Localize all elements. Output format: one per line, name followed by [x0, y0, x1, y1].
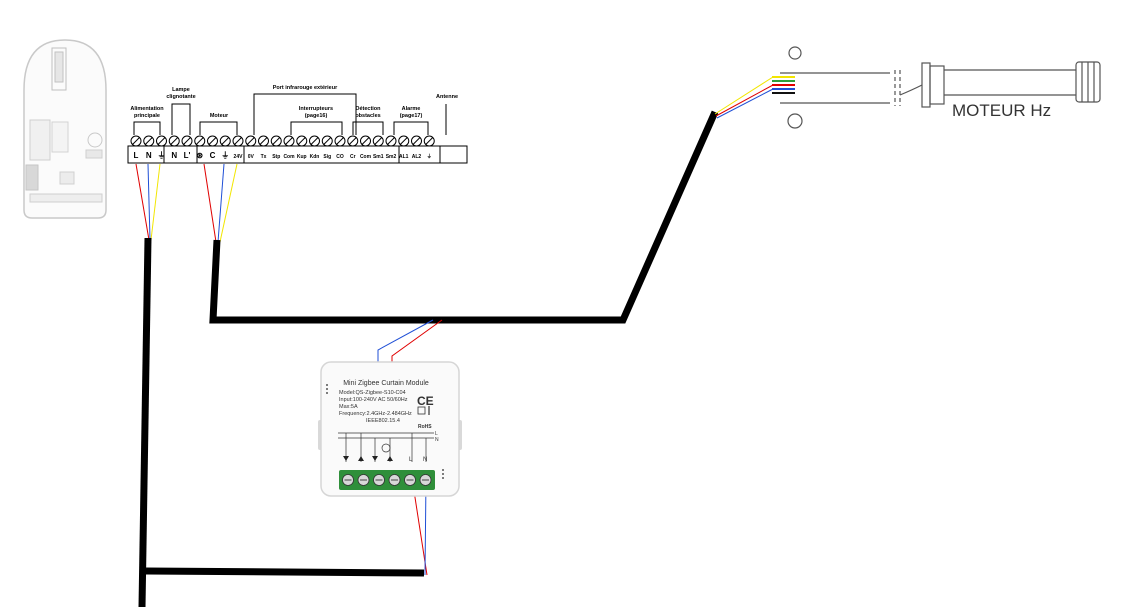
module-screws [342, 474, 432, 486]
terminal-screw-slot [157, 137, 166, 145]
module-input: Input:100-240V AC 50/60Hz [339, 397, 408, 403]
label-alarme-2: (page17) [400, 113, 423, 119]
terminal-label: N [171, 151, 177, 160]
bottom-label-N: N [423, 457, 427, 463]
motor-drawing: MOTEUR Hz [772, 46, 1106, 129]
label-detection-2: obstacles [355, 113, 380, 119]
bottom-label-L: L [409, 457, 413, 463]
terminal-label: Sm1 [373, 154, 384, 160]
bin-icon [417, 406, 426, 415]
terminal-screw-slot [234, 137, 242, 145]
module-title: Mini Zigbee Curtain Module [343, 380, 429, 387]
motor-end-wires [714, 76, 774, 119]
terminal-screw-slot [336, 137, 344, 145]
controller-wires [135, 163, 238, 243]
motor-label: MOTEUR Hz [952, 101, 1051, 120]
terminal-screw-slot [259, 137, 268, 145]
wire-blue-N [147, 163, 151, 241]
terminal-screw-slot [246, 137, 255, 145]
terminal-label: Cr [350, 154, 356, 160]
cables [138, 110, 719, 608]
terminal-screw-slot [144, 137, 153, 145]
terminal-screw-slot [399, 137, 408, 145]
terminal-label: C [210, 151, 216, 160]
terminal-label: L [134, 151, 139, 160]
module-arrows [343, 456, 393, 461]
terminal-label: Kup [297, 154, 307, 160]
terminal-label: AL1 [399, 154, 409, 160]
terminal-label: Sig [323, 154, 331, 160]
module-ieee: IEEE802.15.4 [366, 418, 400, 424]
label-alimentation-2: principale [134, 113, 160, 119]
label-alimentation-1: Alimentation [130, 106, 164, 112]
rail-label-L: L [435, 431, 438, 437]
rail-label-N: N [435, 437, 439, 443]
terminal-label: Tx [261, 154, 267, 160]
label-interrupteurs-1: Interrupteurs [299, 106, 333, 112]
terminal-screw-slot [323, 137, 332, 145]
terminal-label: ⏚ [221, 151, 229, 160]
controller-housing [23, 39, 107, 219]
wire-yellow-earth [150, 163, 161, 241]
terminal-screw-slot [361, 137, 370, 145]
terminal-label: ⏚ [427, 153, 432, 160]
terminal-screw-slot [208, 137, 217, 145]
module-max: Max:5A [339, 404, 358, 410]
terminal-screw-slot [374, 137, 383, 145]
motor-cable [209, 110, 719, 324]
terminal-label: AL2 [412, 154, 422, 160]
terminal-label: Stp [272, 154, 280, 160]
terminal-screw-slot [348, 137, 357, 145]
wire-red-L [135, 163, 150, 241]
power-cable [138, 237, 152, 608]
terminal-screw-slot [132, 137, 140, 145]
terminal-screw-slot [170, 137, 179, 145]
terminal-screw-slot [310, 137, 319, 145]
zigbee-curtain-module: › Mini Zigbee Curtain Module Model:QS-Zi… [318, 361, 462, 497]
terminal-screw-slot [221, 137, 230, 145]
terminal-label: ⊛ [196, 151, 203, 160]
rohs-mark: RoHS [418, 424, 432, 430]
label-interrupteurs-2: (page16) [305, 113, 328, 119]
terminal-screw-slot [425, 137, 434, 145]
wire-yellow-motor [219, 163, 238, 243]
terminal-screw-slot [285, 137, 293, 145]
label-moteur: Moteur [210, 113, 229, 119]
wire-red-motor [203, 163, 217, 243]
label-lampe-1: Lampe [172, 87, 190, 93]
terminal-block: Alimentation principale Lampe clignotant… [127, 85, 468, 164]
terminal-screw-slot [412, 137, 421, 145]
label-detection-1: Détection [355, 106, 381, 112]
label-antenne: Antenne [436, 94, 458, 100]
module-feed-cable [145, 567, 425, 577]
terminal-label: CO [336, 154, 344, 160]
terminal-label: 24V [234, 154, 244, 160]
ce-mark: CE [417, 394, 434, 408]
module-model: Model:QS-Zigbee-S10-C04 [339, 390, 406, 396]
label-port-ir: Port infrarouge extérieur [273, 85, 338, 91]
terminal-label: Kdn [310, 154, 320, 160]
terminal-screw-slot [297, 137, 306, 145]
wire-blue-motor [217, 163, 225, 243]
label-alarme-1: Alarme [402, 106, 421, 112]
terminal-label: 0V [248, 154, 255, 160]
terminal-screw-slot [195, 137, 204, 145]
terminal-screw-slot [387, 137, 395, 145]
terminal-screws [130, 135, 435, 147]
terminal-screw-slot [183, 137, 191, 145]
label-lampe-2: clignotante [166, 94, 195, 100]
terminal-screw-slot [272, 137, 281, 145]
terminal-label: Com [360, 154, 372, 160]
terminal-label: N [146, 151, 152, 160]
terminal-label: Sm2 [386, 154, 397, 160]
terminal-label: ⏚ [158, 151, 166, 160]
module-frequency: Frequency:2.4GHz-2.484GHz [339, 411, 412, 417]
terminal-label: Com [283, 154, 295, 160]
terminal-label: L' [184, 151, 191, 160]
